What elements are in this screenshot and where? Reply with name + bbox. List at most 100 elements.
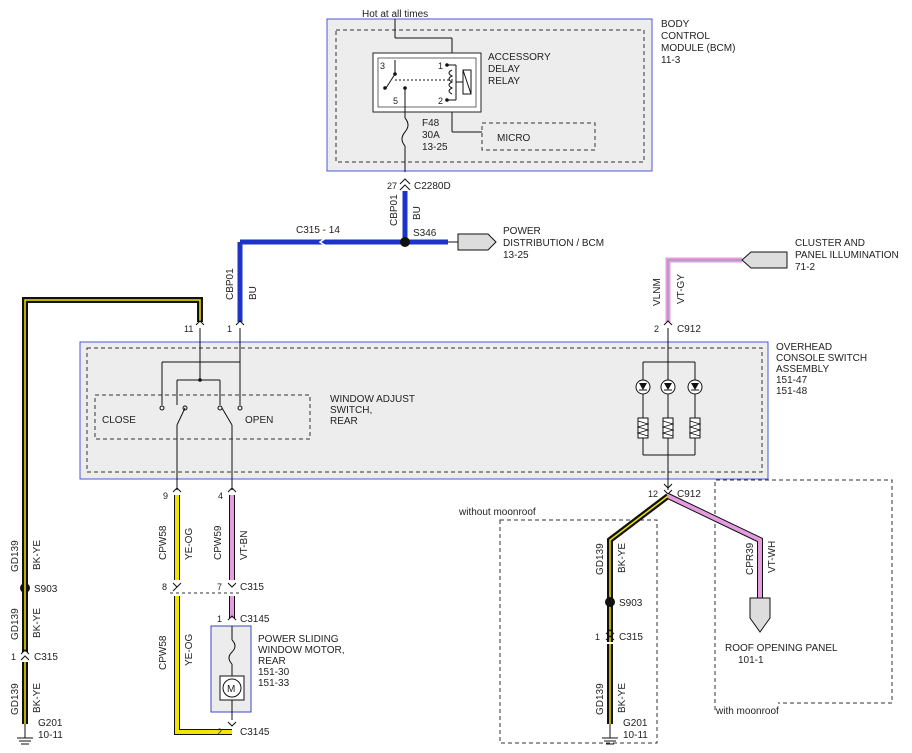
relay-label-3: RELAY <box>488 76 520 87</box>
motor-label-5: 151-33 <box>258 678 290 689</box>
wire-label-bu-a: BU <box>412 206 423 220</box>
resistor-icon <box>662 417 674 439</box>
motor-label-4: 151-30 <box>258 667 290 678</box>
resistor-icon <box>637 417 649 439</box>
relay-coil <box>448 69 454 95</box>
wire-label-gd139-5: GD139 <box>595 683 606 715</box>
motor-symbol: M <box>227 684 235 695</box>
pin-1-c315-left: 1 <box>11 652 16 662</box>
pin-9: 9 <box>163 491 168 501</box>
motor-label-3: REAR <box>258 656 286 667</box>
pin-2-c3145: 2 <box>217 727 222 737</box>
micro-box <box>481 122 596 151</box>
wire-label-vlnm: VLNM <box>652 278 663 306</box>
motor-breaker-icon <box>228 639 236 665</box>
wire-label-gd139-3: GD139 <box>10 683 21 715</box>
overhead-title-5: 151-48 <box>776 386 808 397</box>
roof-opening-panel-arrow <box>749 597 771 633</box>
switch-open-label: OPEN <box>245 415 273 426</box>
splice-s903-right-label: S903 <box>619 598 643 609</box>
wire-label-cpw58-a: CPW58 <box>158 525 169 560</box>
window-adjust-switch-box <box>94 394 311 440</box>
wire-label-bk-ye-5: BK-YE <box>617 683 628 713</box>
motor-label-1: POWER SLIDING <box>258 634 339 645</box>
power-dist-label-2: DISTRIBUTION / BCM <box>503 238 604 249</box>
wire-label-gd139-1: GD139 <box>10 540 21 572</box>
g201-left-label-2: 10-11 <box>38 730 63 741</box>
c315-mid-label: C315 <box>240 582 264 593</box>
pin-1-top: 1 <box>227 324 232 334</box>
relay-label-2: DELAY <box>488 64 520 75</box>
with-moonroof-label: with moonroof <box>715 706 779 717</box>
bcm-title-4: 11-3 <box>661 55 681 66</box>
bcm-inner-dashed <box>335 29 645 163</box>
switch-label-3: REAR <box>330 416 358 427</box>
switch-contact-close <box>176 407 186 426</box>
bcm-title-1: BODY <box>661 19 690 30</box>
g201-right-label-2: 10-11 <box>623 730 648 741</box>
without-moonroof-box <box>499 519 658 744</box>
power-dist-label-3: 13-25 <box>503 250 529 261</box>
pin-12: 12 <box>648 489 658 499</box>
overhead-title-1: OVERHEAD <box>776 342 832 353</box>
fuse-icon <box>401 117 409 147</box>
wire-label-vt-wh: VT-WH <box>767 541 778 573</box>
wire-label-vt-bn: VT-BN <box>239 531 250 560</box>
wire-label-bk-ye-1: BK-YE <box>32 540 43 570</box>
pin-11: 11 <box>184 324 193 334</box>
relay-pin-5: 5 <box>393 96 398 106</box>
micro-label: MICRO <box>497 133 531 144</box>
pin-1-c315-right: 1 <box>595 632 600 642</box>
overhead-title-4: 151-47 <box>776 375 808 386</box>
relay-label-1: ACCESSORY <box>488 52 551 63</box>
with-moonroof-box <box>714 479 893 710</box>
motor-label-2: WINDOW MOTOR, <box>258 645 344 656</box>
overhead-console-box <box>79 341 769 480</box>
wire-label-bk-ye-4: BK-YE <box>617 543 628 573</box>
led-icon <box>660 379 676 395</box>
bcm-title-2: CONTROL <box>661 31 710 42</box>
relay-switch-contact <box>385 73 396 89</box>
overhead-title-3: ASSEMBLY <box>776 364 829 375</box>
pin-8: 8 <box>162 582 167 592</box>
led-icon <box>635 379 651 395</box>
relay-pin-2: 2 <box>438 96 443 106</box>
switch-label-1: WINDOW ADJUST <box>330 394 415 405</box>
wire-label-bu-b: BU <box>248 286 259 300</box>
fuse-name: F48 <box>422 118 440 129</box>
c2280d-pin: 27 <box>387 181 397 191</box>
wire-label-cbp01-b: CBP01 <box>225 268 236 300</box>
overhead-title-2: CONSOLE SWITCH <box>776 353 867 364</box>
g201-left-label-1: G201 <box>38 718 63 729</box>
fuse-ref: 13-25 <box>422 142 448 153</box>
relay-pin-1: 1 <box>438 61 443 71</box>
pin-7: 7 <box>217 582 222 592</box>
ground-icon <box>17 724 33 745</box>
pin-1-c3145: 1 <box>217 614 222 624</box>
power-distribution-arrow <box>457 233 497 251</box>
without-moonroof-label: without moonroof <box>458 507 536 518</box>
motor-icon <box>219 675 245 701</box>
bcm-title-3: MODULE (BCM) <box>661 43 735 54</box>
c912-top-label: C912 <box>677 324 701 335</box>
pin-4: 4 <box>218 491 223 501</box>
relay-pin-3: 3 <box>380 61 385 71</box>
splice-s346 <box>400 237 410 247</box>
wire-label-vt-gy: VT-GY <box>676 274 687 304</box>
wire-label-cpr39: CPR39 <box>745 542 756 575</box>
wire-label-cpw59: CPW59 <box>213 525 224 560</box>
resistor-icon <box>689 417 701 439</box>
wire-label-ye-og-a: YE-OG <box>184 528 195 560</box>
c315-right-label: C315 <box>619 632 643 643</box>
cluster-label-1: CLUSTER AND <box>795 238 865 249</box>
switch-close-label: CLOSE <box>102 415 136 426</box>
splice-s346-label: S346 <box>413 228 437 239</box>
wire-label-ye-og-b: YE-OG <box>184 634 195 666</box>
roof-panel-label-1: ROOF OPENING PANEL <box>725 643 838 654</box>
cluster-label-2: PANEL ILLUMINATION <box>795 250 899 261</box>
wire-label-bk-ye-3: BK-YE <box>32 683 43 713</box>
cluster-illumination-arrow <box>741 251 788 269</box>
c2280d-label: C2280D <box>414 181 451 192</box>
roof-panel-label-2: 101-1 <box>738 655 764 666</box>
